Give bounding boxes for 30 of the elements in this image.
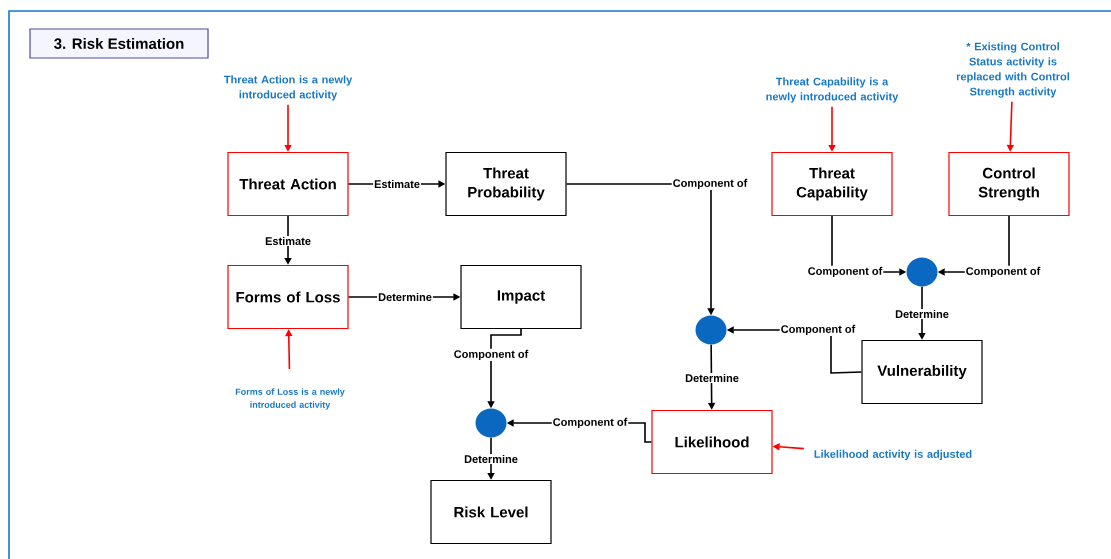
edge-label: Component of — [452, 348, 530, 362]
title-box: 3. Risk Estimation — [29, 28, 209, 59]
process-box: Risk Level — [430, 479, 552, 545]
edge-label: Determine — [684, 372, 740, 384]
edge-label: Component of — [779, 323, 857, 337]
process-box: Threat Capability — [771, 151, 893, 217]
junction-dot — [695, 315, 727, 345]
process-box: Threat Probability — [445, 151, 567, 217]
process-box: Forms of Loss — [227, 264, 349, 330]
process-box: Vulnerability — [861, 339, 983, 405]
edge-label: Component of — [964, 265, 1042, 279]
annotation-text: Threat Action is a newly introduced activity — [223, 75, 353, 101]
edge-label: Component of — [806, 265, 884, 279]
edge-label: Component of — [551, 416, 629, 430]
process-box: Impact — [460, 264, 582, 330]
process-box: Control Strength — [948, 151, 1070, 217]
edge-label: Determine — [463, 453, 519, 465]
edge-label: Estimate — [264, 235, 312, 247]
edge-label: Determine — [894, 308, 950, 320]
process-box: Likelihood — [651, 409, 773, 475]
junction-dot — [475, 408, 507, 438]
edge-label: Determine — [377, 291, 433, 303]
edge-label: Estimate — [373, 178, 421, 190]
annotation-text: Forms of Loss is a newly introduced activity — [235, 388, 345, 410]
annotation-text: Likelihood activity is adjusted — [814, 449, 972, 461]
edge-label: Component of — [671, 177, 749, 191]
annotation-text: * Existing Control Status activity is replaced with Control Strength activity — [956, 42, 1070, 98]
process-box: Threat Action — [227, 151, 349, 217]
junction-dot — [906, 257, 938, 287]
annotation-text: Threat Capability is a newly introduced activity — [766, 77, 899, 103]
